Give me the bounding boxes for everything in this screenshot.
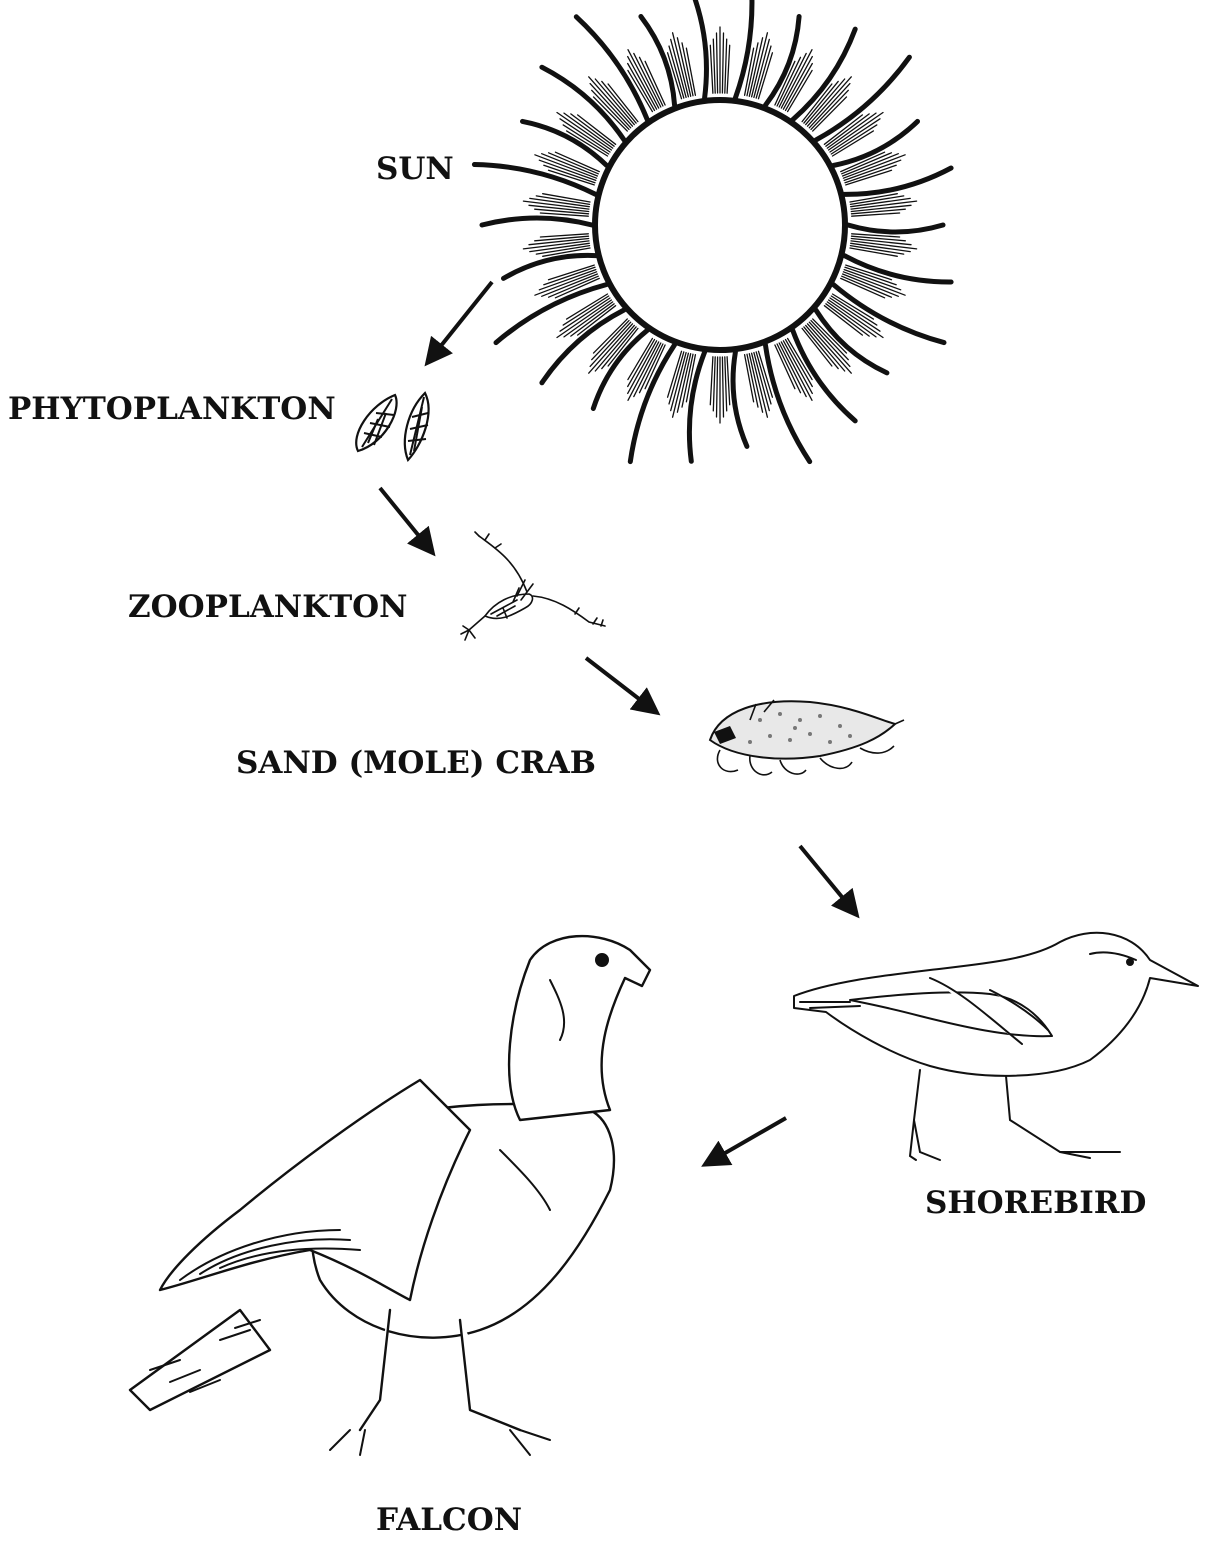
shorebird-label: SHOREBIRD [925,1188,1146,1219]
arrow-phytoplankton-to-zooplankton [380,488,432,552]
sun-hatch [710,45,713,93]
sun-icon [480,0,980,450]
sun-hatch [717,33,718,93]
sun-hatch [717,357,718,417]
crab-label: SAND (MOLE) CRAB [236,748,596,779]
sun-hatch [844,160,901,180]
arrow-crab-to-shorebird [800,846,856,914]
falcon-icon [120,930,660,1470]
sun-hatch [725,39,727,93]
sun-hatch [557,300,611,338]
zooplankton-label: ZOOPLANKTON [128,592,407,623]
sun-ray [816,57,910,140]
zooplankton-icon [455,530,615,650]
sun-hatch [713,39,715,93]
sun-hatch [829,300,883,338]
sun-hatch [725,357,727,411]
sun-ray [482,218,592,225]
sun-label: SUN [376,154,454,185]
arrow-zooplankton-to-crab [586,658,656,712]
sun-ray [765,345,809,462]
sun-hatch [722,33,723,93]
sun-hatch [542,154,598,176]
sun-ray [689,352,704,461]
sun-hatch [829,113,883,151]
sun-ray [630,345,674,462]
sun-hatch [727,357,730,405]
falcon-label: FALCON [376,1505,522,1536]
phytoplankton-icon [350,385,435,465]
sun-hatch [843,274,899,296]
sun-hatch [539,270,596,290]
arrow-shorebird-to-falcon [706,1118,786,1164]
shorebird-icon [790,920,1205,1170]
sun-ray [733,352,747,446]
sun-hatch [710,357,713,405]
sun-ray [848,225,943,232]
sun-hatch [542,274,598,296]
sun-ray [576,17,647,120]
sun-hatch [727,45,730,93]
sun-hatch [713,357,715,411]
sun-ray [833,285,944,343]
sun-hatch [843,154,899,176]
sun-hatch [722,357,723,417]
phytoplankton-label: PHYTOPLANKTON [8,394,336,425]
sand-crab-icon [690,690,910,790]
